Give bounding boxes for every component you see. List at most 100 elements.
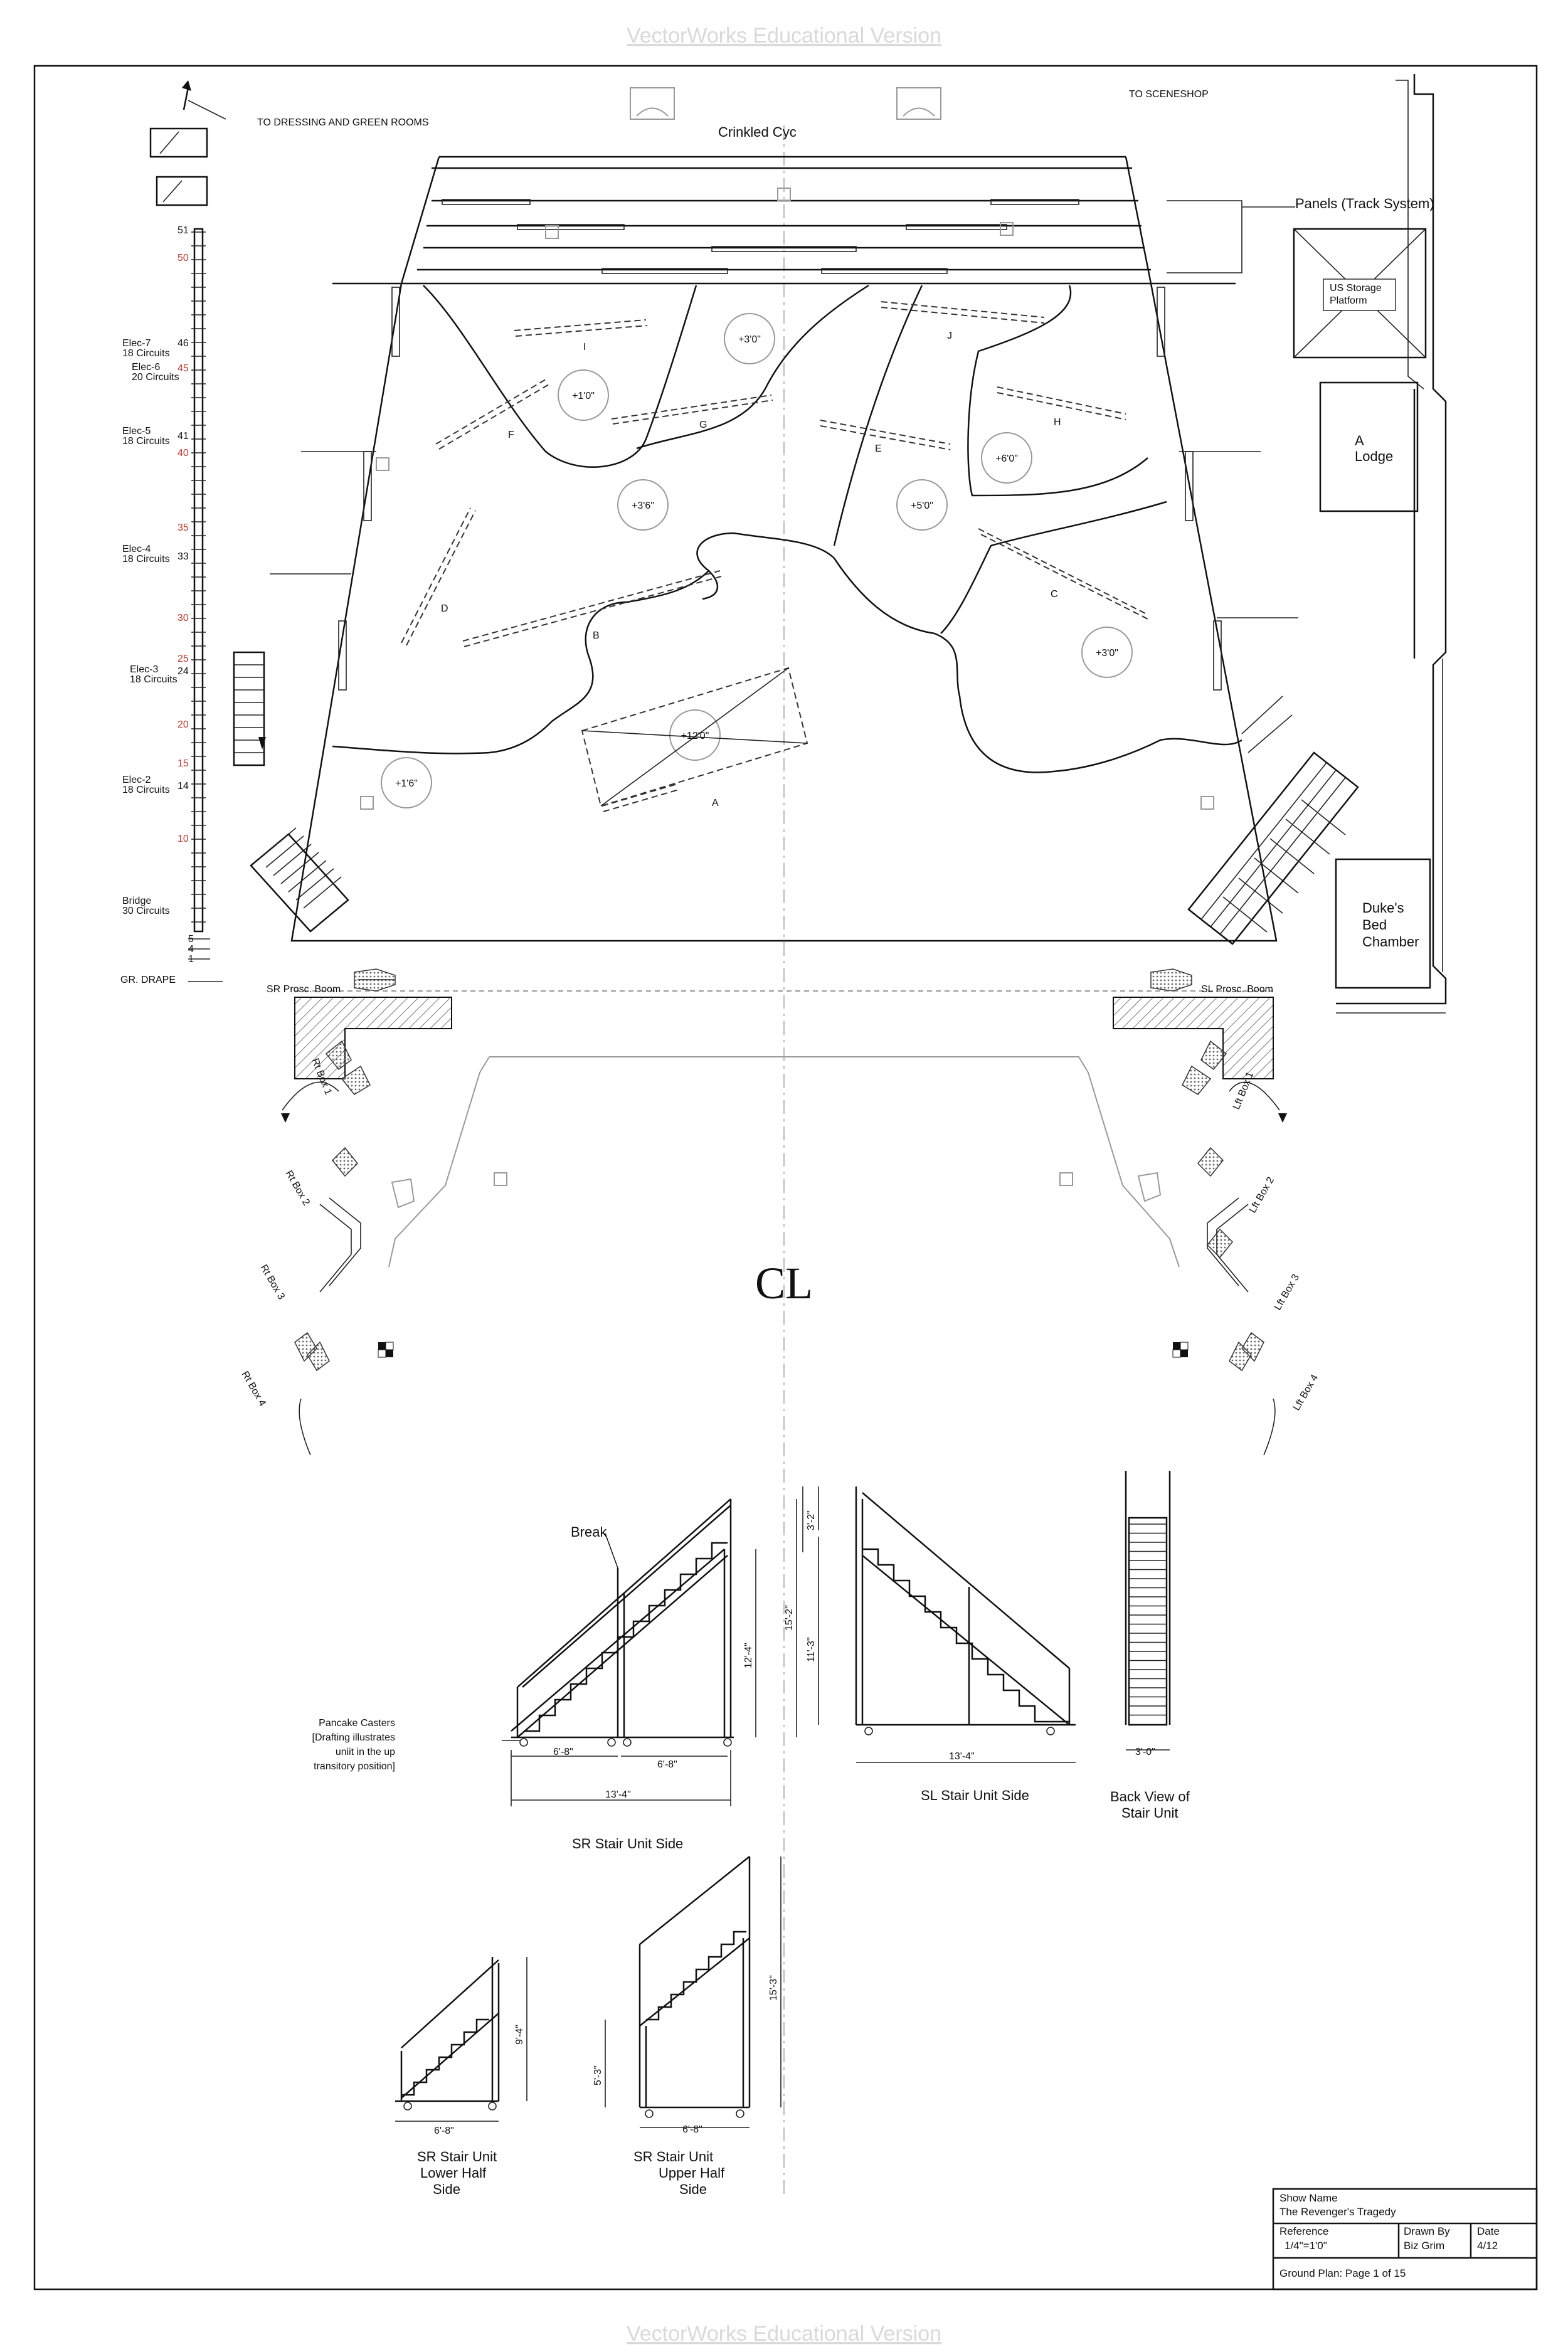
platform-height: +5'0": [911, 501, 933, 511]
platform-height: +1'6": [395, 778, 418, 789]
tb-label: Drawn By: [1404, 2225, 1450, 2237]
caption: Back View of: [1110, 1789, 1190, 1804]
platform-letter: F: [508, 430, 514, 440]
sheet-border: [33, 65, 1538, 2291]
ruler-number: 1: [188, 954, 194, 965]
sl-boom-label: SL Prosc. Boom: [1201, 984, 1273, 995]
platform-height: +3'0": [738, 334, 761, 345]
caption: Upper Half: [659, 2165, 725, 2181]
platform-height: +3'0": [1096, 648, 1118, 659]
ruler-number: 45: [177, 363, 189, 374]
tb-label: Date: [1477, 2225, 1500, 2237]
sr-stair-lower-half: [395, 1957, 500, 2102]
dim-label: 6'-8": [657, 1759, 677, 1770]
platform-height: +3'6": [632, 501, 654, 511]
platform-letter: C: [1051, 589, 1058, 600]
dim-label: 6'-8": [434, 2126, 454, 2136]
us-storage-line1: US Storage: [1330, 283, 1382, 294]
caption: Side: [679, 2181, 707, 2197]
watermark-bottom: VectorWorks Educational Version: [627, 2322, 941, 2346]
stair-back-view: [1125, 1471, 1171, 1726]
tb-label: Show Name: [1279, 2192, 1338, 2204]
lineset-ruler: [188, 228, 223, 982]
ruler-number: 50: [177, 253, 189, 263]
us-storage-line2: Platform: [1330, 295, 1367, 306]
sr-stair-upper-half: [638, 1856, 751, 2109]
platform-letter: H: [1054, 417, 1061, 428]
dim-label: 13'-4": [605, 1789, 631, 1800]
dim-label: 15'-2": [784, 1605, 795, 1631]
box-label: Rt Box 4: [240, 1370, 268, 1409]
elec-name: Bridge: [122, 896, 151, 906]
ruler-number: 40: [177, 448, 189, 458]
dim-label: 12'-4": [743, 1643, 754, 1668]
elec-circuits: 18 Circuits: [122, 554, 170, 564]
platform-height: +1'0": [572, 391, 595, 401]
pancake-line3: uniit in the up: [336, 1747, 395, 1757]
caption: SR Stair Unit: [417, 2149, 497, 2164]
box-label: Lft Box 3: [1273, 1273, 1301, 1312]
dim-label: 6'-8": [553, 1747, 573, 1757]
elec-circuits: 20 Circuits: [132, 372, 179, 383]
ruler-number: 30: [177, 613, 189, 623]
cyc-label: Crinkled Cyc: [718, 124, 797, 140]
ruler-number: 14: [177, 781, 189, 792]
tb-reference: 1/4"=1'0": [1285, 2240, 1327, 2252]
caption: SL Stair Unit Side: [921, 1788, 1029, 1803]
elec-name: Elec-5: [122, 426, 151, 437]
us-storage-platform: [1293, 228, 1427, 359]
dim-label: 5'-3": [593, 2065, 603, 2085]
elec-name: Elec-4: [122, 544, 151, 554]
caption: Side: [433, 2181, 460, 2197]
gr-drape-label: GR. DRAPE: [120, 975, 176, 985]
dim-label: 3'-2": [806, 1510, 817, 1530]
ruler-number: 41: [177, 431, 189, 442]
caption: SR Stair Unit Side: [572, 1836, 683, 1851]
sr-boom-label: SR Prosc. Boom: [267, 984, 341, 995]
dukes-line3: Chamber: [1362, 934, 1419, 950]
break-label: Break: [571, 1524, 607, 1540]
platform-letter: J: [947, 331, 952, 341]
elec-circuits: 30 Circuits: [122, 906, 170, 916]
lodge-box: [1319, 381, 1419, 512]
pancake-line4: transitory position]: [314, 1761, 395, 1772]
box-label: Lft Box 1: [1231, 1070, 1256, 1111]
lodge-line1: A: [1355, 433, 1364, 448]
watermark-top: VectorWorks Educational Version: [627, 24, 941, 48]
ruler-number: 46: [177, 338, 189, 349]
box-label: Lft Box 4: [1291, 1373, 1320, 1412]
dim-label: 15'-3": [768, 1975, 779, 2001]
platform-letter: D: [441, 603, 448, 614]
ruler-number: 15: [177, 758, 189, 769]
platform-letter: B: [593, 630, 600, 641]
centerline-symbol: CL: [755, 1258, 813, 1308]
elec-name: Elec-3: [130, 664, 158, 675]
tb-show-name: The Revenger's Tragedy: [1279, 2206, 1396, 2218]
tb-label: Reference: [1279, 2225, 1328, 2237]
sl-stair-unit-side: [855, 1486, 1076, 1726]
to-sceneshop-note: TO SCENESHOP: [1129, 89, 1209, 100]
lodge-line2: Lodge: [1355, 448, 1393, 464]
dim-label: 6'-8": [682, 2124, 702, 2135]
elec-circuits: 18 Circuits: [122, 348, 170, 359]
platform-height: +6'0": [995, 453, 1018, 464]
dukes-bed-chamber: [1335, 858, 1431, 989]
box-label: Rt Box 2: [283, 1169, 312, 1208]
tb-page: Ground Plan: Page 1 of 15: [1279, 2267, 1406, 2279]
elec-circuits: 18 Circuits: [130, 674, 177, 685]
elec-circuits: 18 Circuits: [122, 785, 170, 795]
panels-label: Panels (Track System): [1295, 196, 1434, 211]
dim-label: 11'-3": [806, 1637, 817, 1662]
platform-letter: A: [712, 798, 719, 808]
elec-name: Elec-6: [132, 362, 160, 373]
ruler-number: 51: [177, 225, 189, 236]
pancake-line1: Pancake Casters: [319, 1718, 395, 1729]
ruler-number: 25: [177, 654, 189, 664]
platform-height: +12'0": [681, 731, 709, 741]
caption: Stair Unit: [1121, 1805, 1178, 1821]
caption: SR Stair Unit: [633, 2149, 713, 2164]
dim-label: 9'-4": [514, 2025, 525, 2045]
stage-floor: [250, 156, 1359, 945]
